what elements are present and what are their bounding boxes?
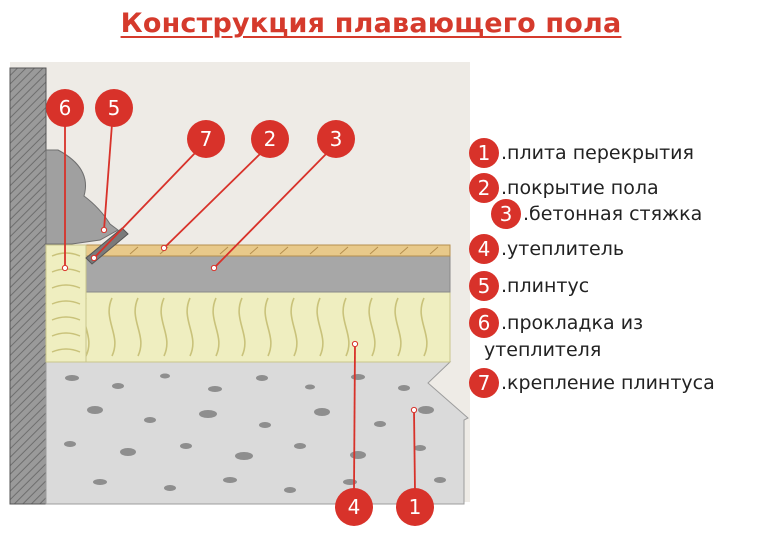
legend-label-6-continuation: утеплителя: [484, 339, 602, 361]
legend-item-1: 1 .плита перекрытия: [469, 138, 694, 168]
legend-badge-5: 5: [469, 271, 499, 301]
badge-7: 7: [187, 120, 225, 158]
legend-label-3: .бетонная стяжка: [523, 203, 703, 225]
skirting-board: [45, 149, 119, 245]
legend-badge-2: 2: [469, 173, 499, 203]
leader-dots: [61, 226, 418, 414]
badge-3: 3: [317, 120, 355, 158]
legend-item-6: 6 .прокладка из: [469, 308, 643, 338]
legend-label-7: .крепление плинтуса: [501, 372, 715, 394]
legend-badge-4: 4: [469, 234, 499, 264]
badge-5-number: 5: [108, 96, 121, 120]
badge-5: 5: [95, 89, 133, 127]
legend-item-5: 5 .плинтус: [469, 271, 589, 301]
badge-4: 4: [335, 488, 373, 526]
badge-2: 2: [251, 120, 289, 158]
badge-4-number: 4: [348, 495, 361, 519]
diagram-title: Конструкция плавающего пола: [120, 8, 622, 39]
legend-badge-7: 7: [469, 368, 499, 398]
badge-1-number: 1: [409, 495, 422, 519]
badge-2-number: 2: [264, 127, 277, 151]
leader-lines: [64, 123, 416, 493]
legend-label-2: .покрытие пола: [501, 177, 659, 199]
legend-badge-3: 3: [491, 199, 521, 229]
legend-label-5: .плинтус: [501, 275, 590, 297]
legend-label-4: .утеплитель: [501, 238, 625, 260]
legend-item-3: 3 .бетонная стяжка: [491, 199, 702, 229]
legend-item-7: 7 .крепление плинтуса: [469, 368, 715, 398]
legend-label-6: .прокладка из: [501, 312, 644, 334]
wall: [9, 67, 47, 505]
legend-label-1: .плита перекрытия: [501, 142, 694, 164]
legend-item-4: 4 .утеплитель: [469, 234, 624, 264]
legend-badge-1: 1: [469, 138, 499, 168]
badge-3-number: 3: [330, 127, 343, 151]
badge-6-number: 6: [59, 96, 72, 120]
badge-6: 6: [46, 89, 84, 127]
badge-1: 1: [396, 488, 434, 526]
legend-item-2: 2 .покрытие пола: [469, 173, 659, 203]
concrete-slab: [45, 361, 469, 505]
legend-badge-6: 6: [469, 308, 499, 338]
badge-7-number: 7: [200, 127, 213, 151]
